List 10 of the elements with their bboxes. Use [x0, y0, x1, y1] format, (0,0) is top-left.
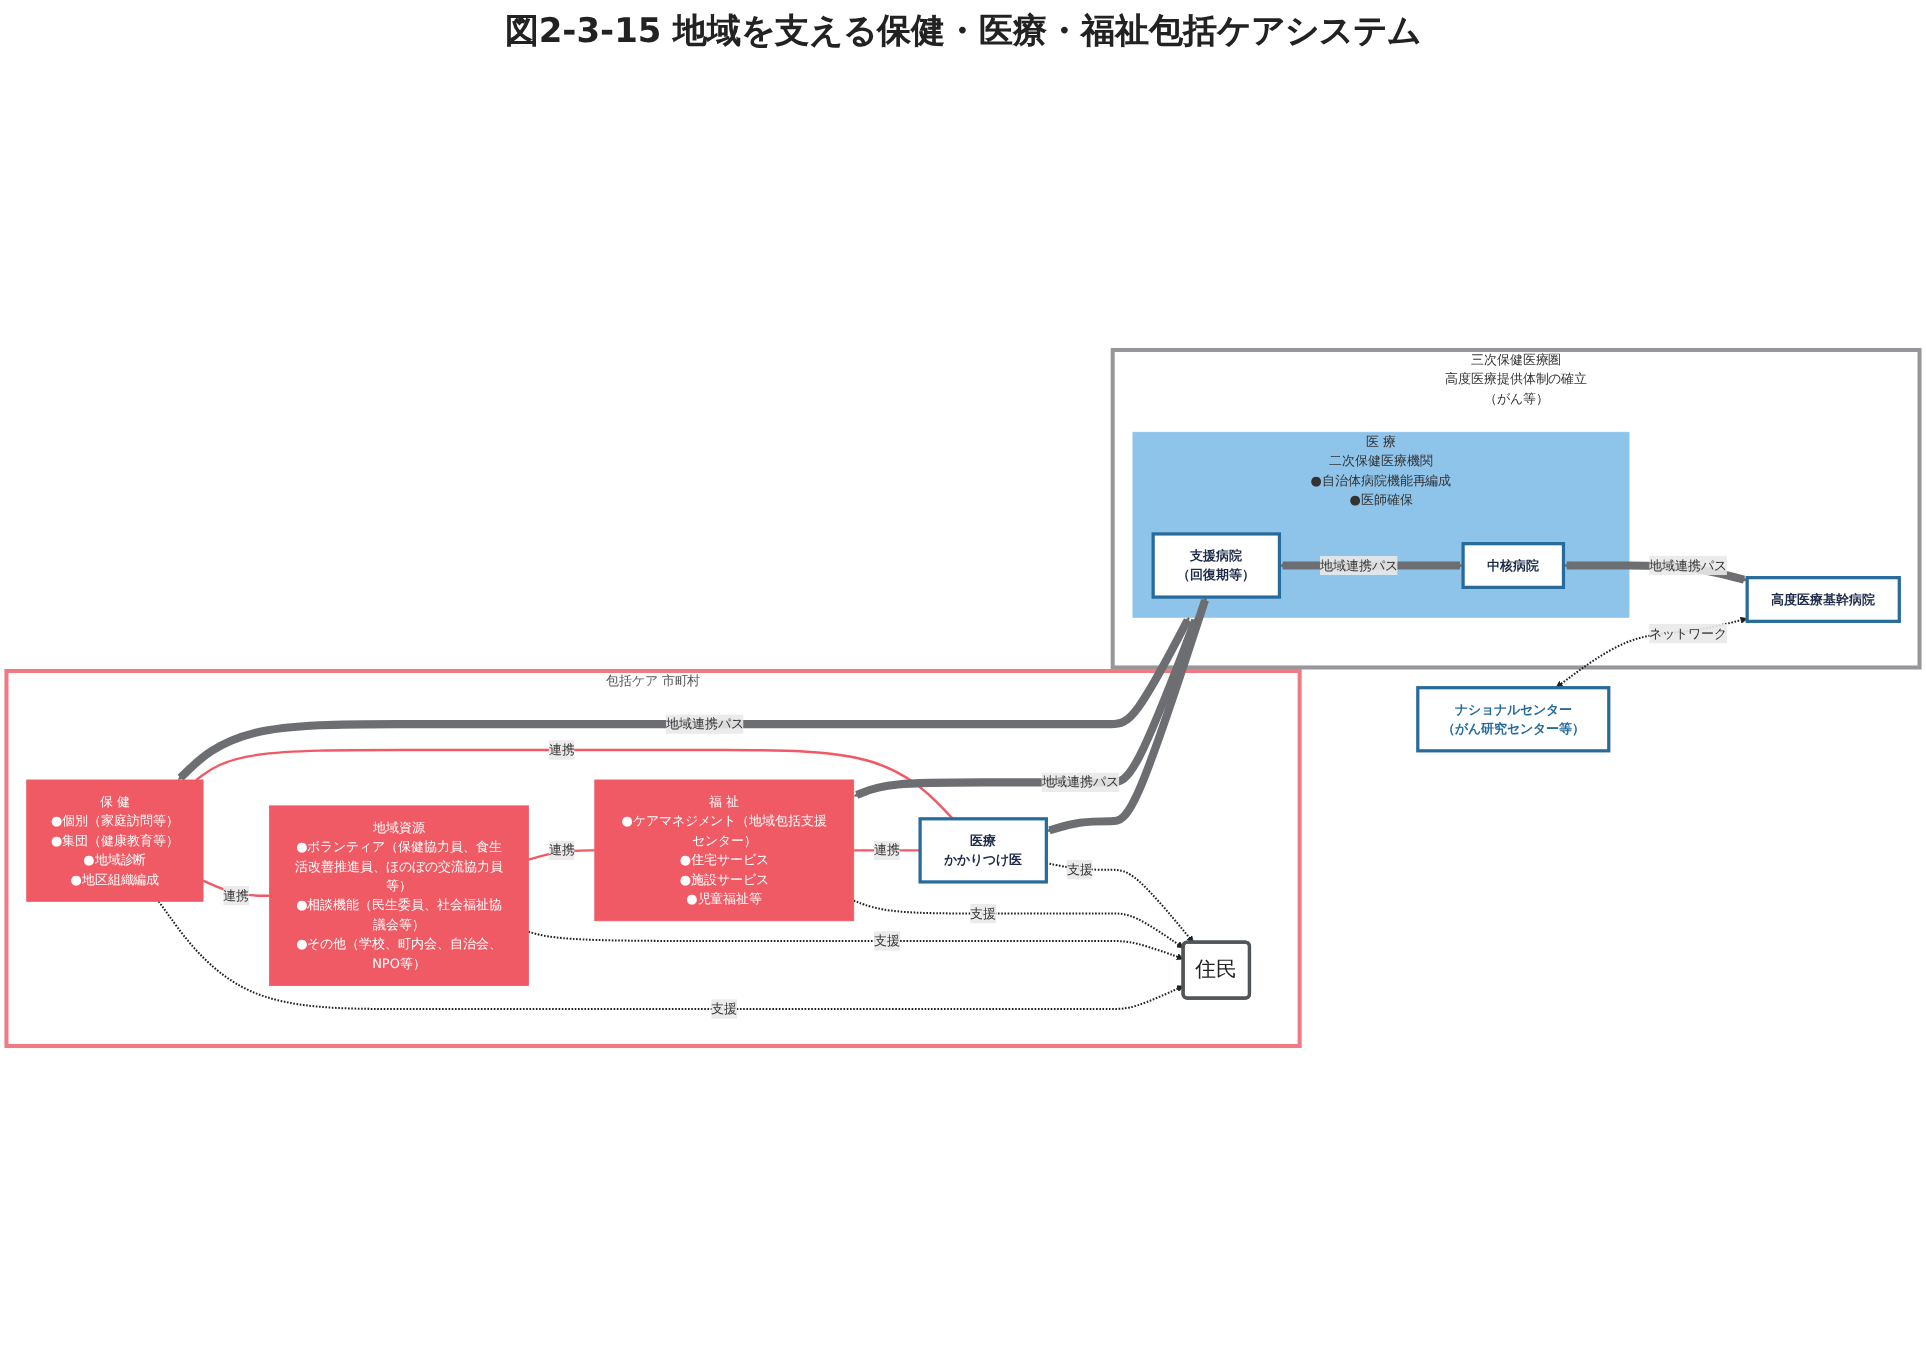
arrow: [177, 617, 1192, 781]
connector: [195, 748, 954, 820]
arrow: [1046, 862, 1194, 943]
arrow: [1555, 616, 1748, 688]
arrow: [853, 617, 1199, 799]
arrow: [528, 930, 1184, 961]
diagram-title: 図2-3-15 地域を支える保健・医療・福祉包括ケアシステム: [502, 10, 1424, 54]
arrow: [1046, 596, 1209, 835]
arrow: [853, 899, 1184, 949]
arrow: [157, 900, 1184, 1010]
